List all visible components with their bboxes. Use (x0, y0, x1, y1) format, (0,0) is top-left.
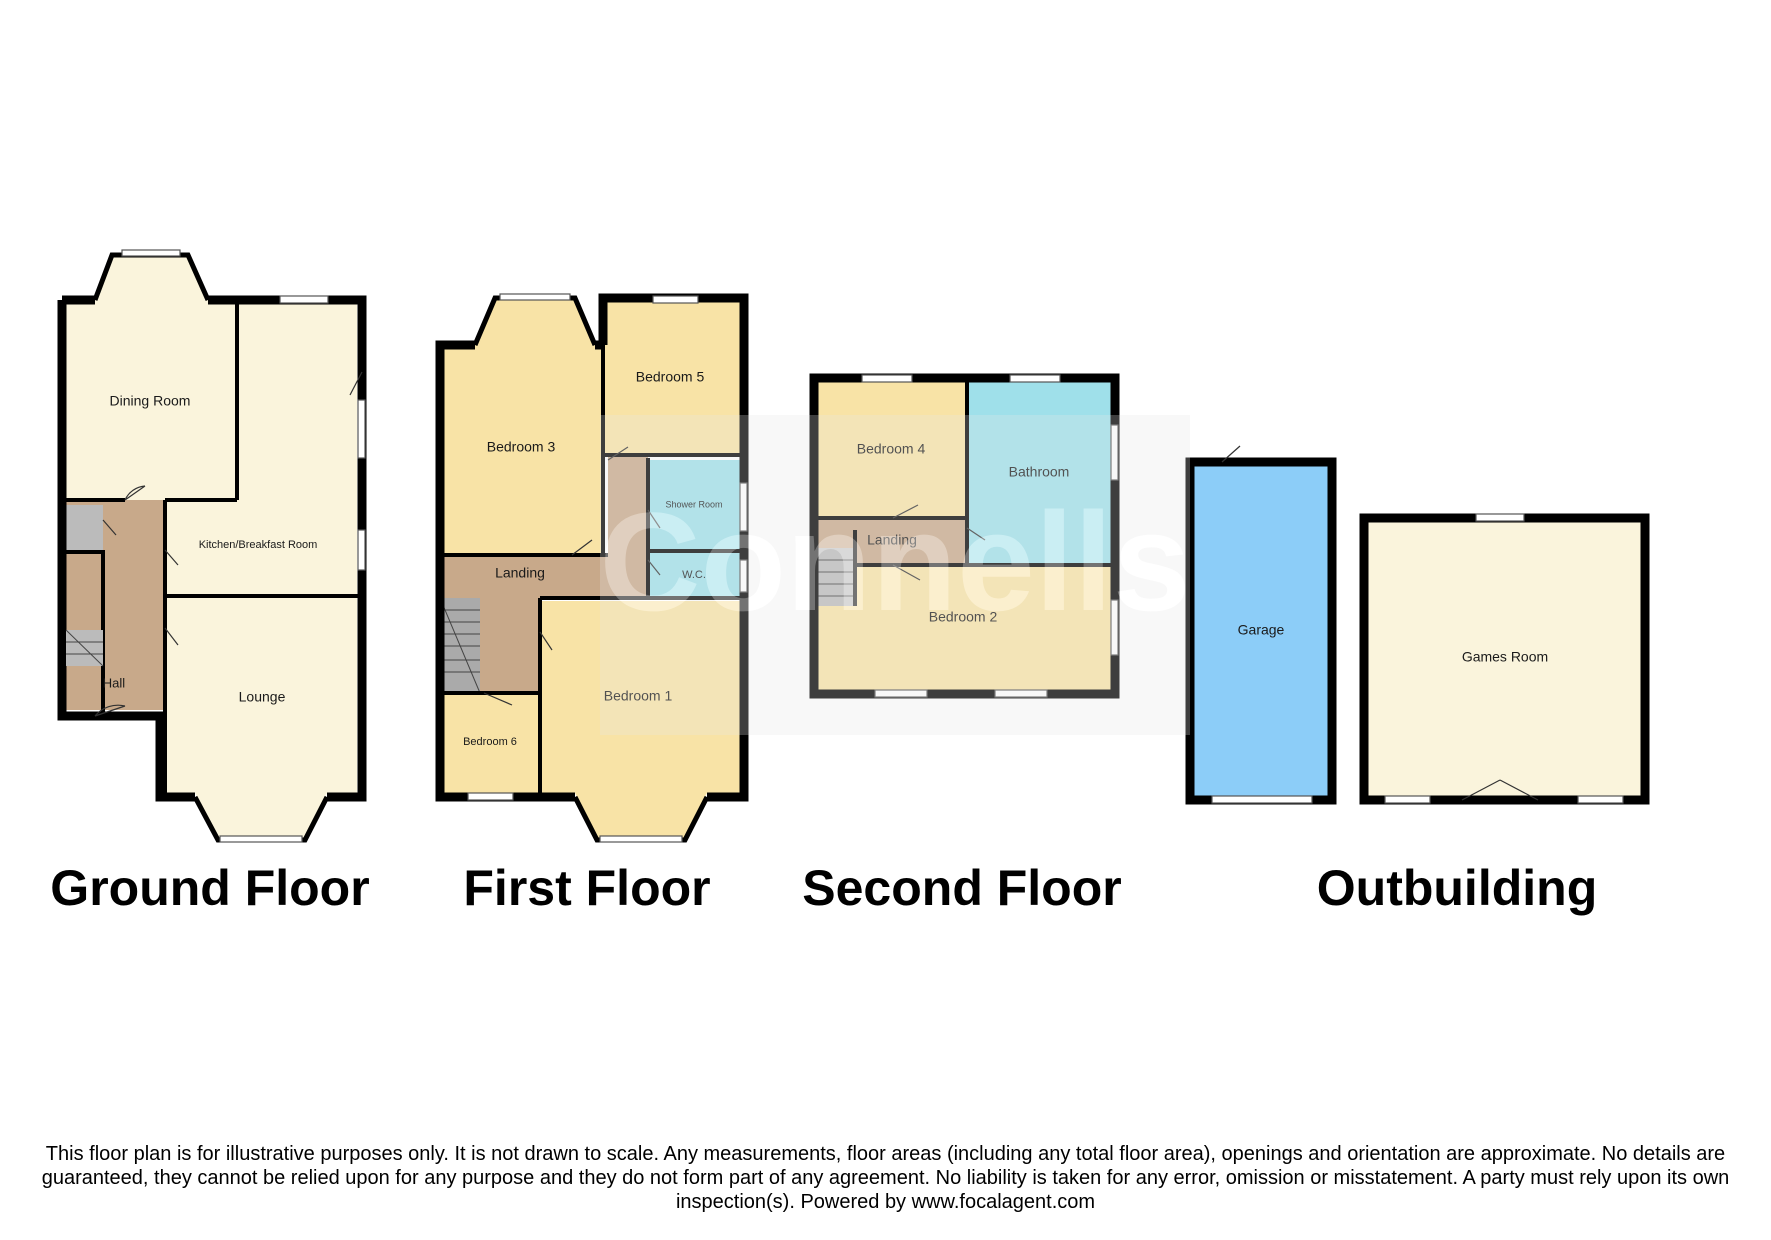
bedroom6-label: Bedroom 6 (463, 736, 517, 748)
bedroom3-area (440, 345, 603, 555)
second-stairs (818, 548, 855, 606)
hall-door (94, 704, 126, 717)
landing-area-3 (480, 598, 540, 693)
garage-label: Garage (1238, 622, 1285, 638)
bedroom1-area (540, 601, 740, 793)
lounge-area (165, 598, 357, 793)
dining-bay-area (95, 255, 208, 300)
ground-stairs (65, 629, 104, 667)
bathroom-label: Bathroom (1009, 464, 1070, 480)
games-room-label: Games Room (1462, 649, 1548, 665)
wc-area (648, 553, 740, 598)
ground-floor-plan: Dining Room Kitchen/Breakfast Room Hall … (50, 249, 370, 916)
dining-room-label: Dining Room (110, 393, 191, 409)
bedroom4-label: Bedroom 4 (857, 441, 926, 457)
second-floor-title: Second Floor (802, 860, 1121, 916)
first-floor-title: First Floor (463, 860, 710, 916)
bedroom6-area (440, 693, 540, 793)
kitchen-window-side-2 (357, 529, 366, 571)
second-landing-label: Landing (867, 532, 917, 548)
kitchen-label: Kitchen/Breakfast Room (199, 539, 318, 551)
bedroom2-area (814, 565, 1112, 690)
bedroom2-label: Bedroom 2 (929, 609, 998, 625)
disclaimer: This floor plan is for illustrative purp… (41, 1143, 1730, 1213)
games-room-area (1364, 518, 1645, 800)
landing-area-2 (608, 455, 648, 598)
cupboard-area (66, 505, 103, 550)
first-floor-plan: Bedroom 3 Bedroom 5 Shower Room W.C. Lan… (435, 293, 749, 916)
hall-label: Hall (103, 675, 126, 690)
outbuilding-title: Outbuilding (1317, 860, 1597, 916)
watermark: Connells (599, 415, 1191, 735)
bedroom5-label: Bedroom 5 (636, 369, 705, 385)
lounge-label: Lounge (239, 689, 286, 705)
bedroom1-label: Bedroom 1 (604, 688, 673, 704)
wc-label: W.C. (682, 569, 706, 581)
bathroom-area (967, 380, 1112, 565)
first-stairs (439, 597, 481, 694)
first-landing-label: Landing (495, 565, 545, 581)
kitchen-window-side (357, 399, 366, 459)
bedroom3-bay-area (475, 298, 595, 345)
outbuilding-plan: Garage Games Room Outbuilding (1185, 445, 1650, 916)
second-floor-plan: Bedroom 4 Bathroom Landing Bedroom 2 Sec… (802, 373, 1122, 916)
lounge-bay-area (195, 793, 327, 838)
shower-room-label: Shower Room (665, 499, 722, 509)
ground-floor-title: Ground Floor (50, 860, 369, 916)
bedroom4-area (814, 380, 967, 518)
shower-area (648, 460, 740, 550)
dining-room-area (62, 300, 237, 500)
kitchen-lower-area (165, 500, 357, 595)
garage-area (1190, 462, 1332, 800)
second-outer-wall (809, 373, 1120, 699)
bedroom1-bay-area (575, 793, 707, 838)
bedroom3-label: Bedroom 3 (487, 439, 556, 455)
kitchen-window-top (279, 295, 329, 304)
bedroom5-area (603, 300, 740, 455)
watermark-text: Connells (599, 483, 1190, 640)
